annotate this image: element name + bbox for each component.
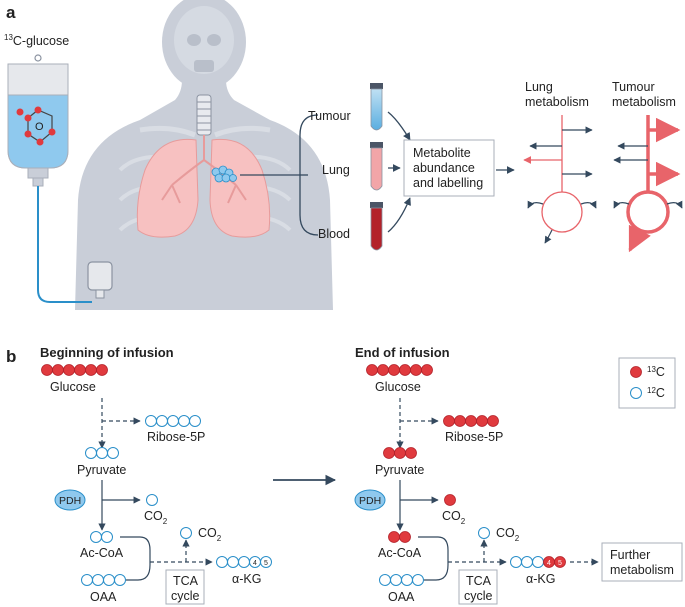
panel-b-label: b bbox=[6, 347, 16, 366]
left-pyruvate-chain bbox=[85, 447, 119, 459]
svg-text:TCA: TCA bbox=[173, 574, 199, 588]
right-ribose-chain bbox=[443, 415, 499, 427]
left-ribose-chain bbox=[145, 415, 201, 427]
right-accoa-chain bbox=[388, 531, 411, 543]
ring-oxygen: O bbox=[35, 121, 44, 133]
tube-lung bbox=[370, 142, 383, 191]
left-pdh-label: PDH bbox=[59, 495, 81, 507]
further-metabolism-box bbox=[601, 542, 683, 582]
svg-text:CO2: CO2 bbox=[144, 509, 168, 526]
right-tca-box bbox=[458, 569, 498, 605]
right-pdh-enzyme bbox=[354, 489, 386, 511]
sample-tumour-label: Tumour bbox=[308, 109, 351, 123]
left-pyruvate-label: Pyruvate bbox=[77, 463, 126, 477]
isotope-legend: 13C 12C bbox=[618, 357, 676, 409]
left-akg-label: α-KG bbox=[232, 572, 261, 586]
right-pyruvate-label: Pyruvate bbox=[375, 463, 424, 477]
tube-blood bbox=[370, 202, 383, 251]
analysis-line-1: Metabolite bbox=[413, 146, 471, 160]
panel-a-label: a bbox=[6, 3, 16, 22]
right-akg-chain: 4 5 bbox=[510, 556, 566, 568]
svg-text:4: 4 bbox=[547, 560, 551, 567]
left-oaa-label: OAA bbox=[90, 590, 117, 604]
lung-metabolism-network: Lung metabolism bbox=[523, 80, 597, 244]
right-pdh-label: PDH bbox=[359, 495, 381, 507]
svg-text:5: 5 bbox=[264, 560, 268, 567]
right-oaa-label: OAA bbox=[388, 590, 415, 604]
analysis-line-2: abundance bbox=[413, 161, 475, 175]
svg-text:Lung: Lung bbox=[525, 80, 553, 94]
left-glucose-label: Glucose bbox=[50, 380, 96, 394]
glucose-label: C-glucose bbox=[13, 34, 69, 48]
right-pyruvate-chain bbox=[383, 447, 417, 459]
tube-tumour bbox=[370, 83, 383, 131]
svg-text:CO2: CO2 bbox=[198, 526, 222, 543]
left-accoa-chain bbox=[90, 531, 113, 543]
svg-text:13C-glucose: 13C-glucose bbox=[4, 33, 69, 48]
left-title: Beginning of infusion bbox=[40, 345, 174, 360]
svg-text:metabolism: metabolism bbox=[612, 95, 676, 109]
svg-text:4: 4 bbox=[253, 560, 257, 567]
right-accoa-label: Ac-CoA bbox=[378, 546, 422, 560]
sample-blood-label: Blood bbox=[318, 227, 350, 241]
right-tca-co2-carbon bbox=[478, 527, 490, 539]
tumour-metabolism-network: Tumour metabolism bbox=[612, 80, 683, 253]
svg-text:CO2: CO2 bbox=[442, 509, 466, 526]
svg-text:TCA: TCA bbox=[466, 574, 492, 588]
glucose-ring-icon: O bbox=[16, 106, 56, 146]
right-glucose-chain bbox=[366, 364, 433, 376]
lungs bbox=[136, 135, 271, 238]
svg-text:Further: Further bbox=[610, 548, 650, 562]
legend-13c-marker bbox=[630, 366, 642, 378]
svg-text:cycle: cycle bbox=[171, 589, 200, 603]
left-co2-carbon bbox=[146, 494, 158, 506]
analysis-box bbox=[403, 139, 495, 197]
tumour-cluster bbox=[211, 165, 237, 183]
glucose-isotope-sup: 13 bbox=[4, 33, 13, 42]
left-accoa-label: Ac-CoA bbox=[80, 546, 124, 560]
svg-text:metabolism: metabolism bbox=[610, 563, 674, 577]
iv-bag: 13C-glucose O bbox=[4, 33, 113, 303]
analysis-line-3: and labelling bbox=[413, 176, 483, 190]
right-co2-carbon bbox=[444, 494, 456, 506]
svg-text:Tumour: Tumour bbox=[612, 80, 655, 94]
left-oaa-chain bbox=[81, 574, 126, 586]
sample-lung-label: Lung bbox=[322, 163, 350, 177]
left-tca-box bbox=[165, 569, 205, 605]
svg-text:metabolism: metabolism bbox=[525, 95, 589, 109]
right-akg-label: α-KG bbox=[526, 572, 555, 586]
left-pdh-enzyme bbox=[54, 489, 86, 511]
right-title: End of infusion bbox=[355, 345, 450, 360]
right-glucose-label: Glucose bbox=[375, 380, 421, 394]
svg-text:cycle: cycle bbox=[464, 589, 493, 603]
svg-text:CO2: CO2 bbox=[496, 526, 520, 543]
svg-text:13C: 13C bbox=[647, 365, 665, 379]
left-akg-chain: 4 5 bbox=[216, 556, 272, 568]
right-ribose-label: Ribose-5P bbox=[445, 430, 503, 444]
left-glucose-chain bbox=[41, 364, 108, 376]
svg-text:5: 5 bbox=[558, 560, 562, 567]
svg-text:12C: 12C bbox=[647, 386, 665, 400]
left-tca-co2-carbon bbox=[180, 527, 192, 539]
left-ribose-label: Ribose-5P bbox=[147, 430, 205, 444]
right-oaa-chain bbox=[379, 574, 424, 586]
legend-12c-marker bbox=[630, 387, 642, 399]
